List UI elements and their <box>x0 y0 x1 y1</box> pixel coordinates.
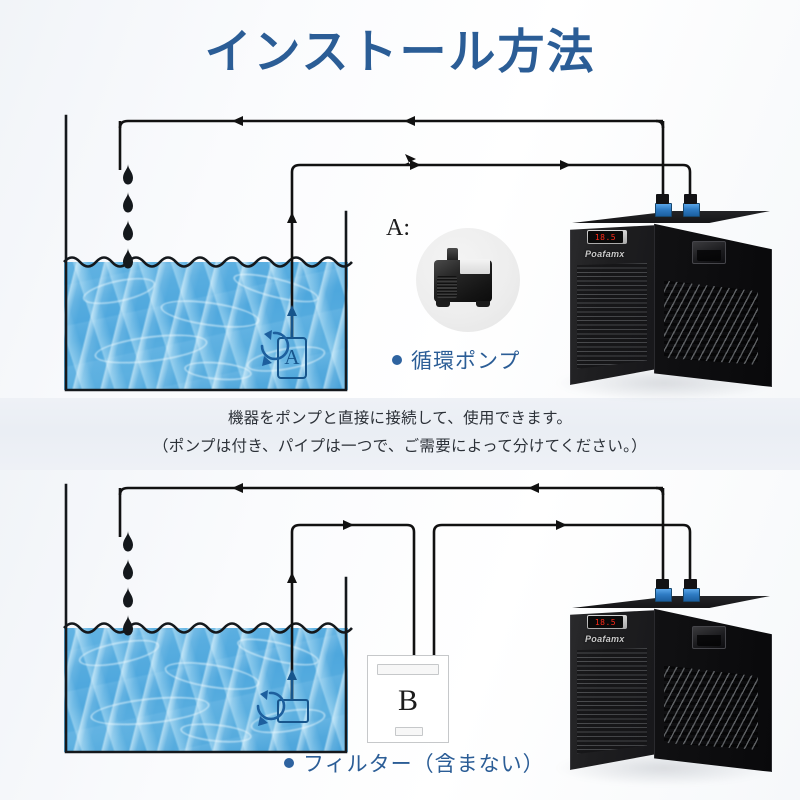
legend-circulation-pump-label: 循環ポンプ <box>411 350 521 373</box>
legend-filter-label: フィルター（含まない） <box>303 753 545 776</box>
chiller-inlet-cap-icon <box>656 579 669 589</box>
legend-filter: フィルター（含まない） <box>284 748 545 778</box>
pump-foot-right-icon <box>476 301 490 307</box>
circulation-pump-photo <box>416 228 520 332</box>
page-title: インストール方法 <box>204 25 596 78</box>
pump-callout-label: A: <box>386 215 410 241</box>
pump-outlet-icon <box>447 248 458 262</box>
chiller-inlet-fitting <box>655 203 672 217</box>
caption-line-2: （ポンプは付き、パイプは一つで、ご需要によって分けてください。） <box>153 438 647 455</box>
filter-bottom-slot-icon <box>395 727 423 736</box>
chiller-front-vent-icon <box>577 648 647 754</box>
filter-top-slot-icon <box>377 664 439 675</box>
pump-intake-grill-icon <box>437 276 457 298</box>
chiller-display-buttons[interactable] <box>623 231 626 243</box>
chiller-brand-label: Poafamx <box>585 249 625 259</box>
chiller-temperature-display[interactable]: 18.5 <box>587 615 627 629</box>
pump-foot-left-icon <box>436 301 450 307</box>
chiller-outlet-cap-icon <box>684 579 697 589</box>
chiller-inlet-cap-icon <box>656 194 669 204</box>
chiller-inlet-fitting <box>655 588 672 602</box>
chiller-side-vent-icon <box>664 280 758 365</box>
chiller-outlet-fitting <box>683 203 700 217</box>
chiller-side-vent-icon <box>664 665 758 750</box>
chiller-outlet-fitting <box>683 588 700 602</box>
chiller-display-readout: 18.5 <box>588 616 623 628</box>
chiller-display-buttons[interactable] <box>623 616 626 628</box>
tank-pump-letter-a: A <box>284 345 300 369</box>
legend-bullet-icon <box>284 758 294 768</box>
pump-label-sticker-icon <box>460 259 490 274</box>
legend-bullet-icon <box>392 355 402 365</box>
filter-unit-box: B <box>367 655 449 743</box>
chiller-brand-label: Poafamx <box>585 634 625 644</box>
top-chiller-unit: 18.5 Poafamx <box>554 194 775 401</box>
chiller-display-readout: 18.5 <box>588 231 623 243</box>
top-tank-water <box>64 262 348 390</box>
legend-circulation-pump: 循環ポンプ <box>392 345 520 375</box>
bottom-chiller-unit: 18.5 Poafamx <box>554 579 775 786</box>
caption-band <box>0 398 800 470</box>
caption-line-1: 機器をポンプと直接に接続して、使用できます。 <box>227 410 573 427</box>
bottom-tank-water <box>64 628 348 752</box>
chiller-front-vent-icon <box>577 263 647 369</box>
chiller-temperature-display[interactable]: 18.5 <box>587 230 627 244</box>
filter-letter-b: B <box>397 684 418 717</box>
chiller-outlet-cap-icon <box>684 194 697 204</box>
chiller-handle-icon[interactable] <box>692 241 726 264</box>
chiller-handle-icon[interactable] <box>692 626 726 649</box>
